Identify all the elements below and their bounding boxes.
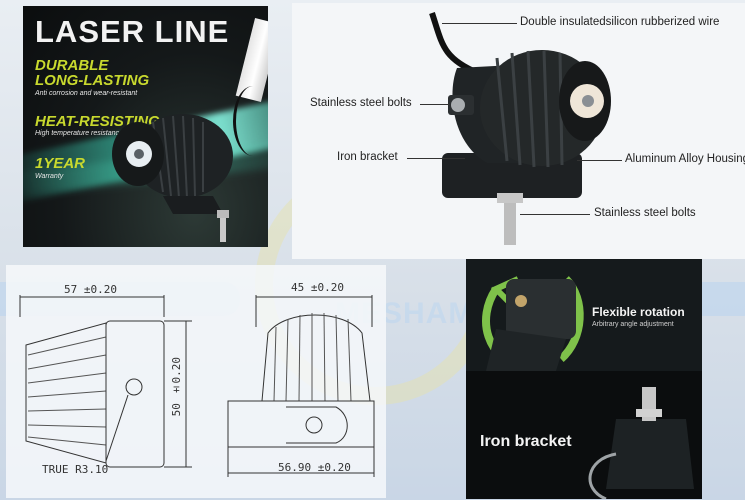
bracket-title: Iron bracket xyxy=(480,433,572,450)
leader-housing xyxy=(577,160,622,161)
feature-durable: DURABLE xyxy=(35,57,109,74)
dimension-drawing-panel: 57 ±0.20 50 ±0.20 45 ±0.20 56.90 ±0.20 T… xyxy=(6,265,386,498)
label-bolts-side: Stainless steel bolts xyxy=(310,97,412,109)
rotation-subtitle: Arbitrary angle adjustment xyxy=(592,321,674,328)
feature-durable-sub: Anti corrosion and wear-resistant xyxy=(35,90,138,97)
dimension-radius: TRUE R3.10 xyxy=(42,463,109,476)
label-housing: Aluminum Alloy Housing xyxy=(625,153,745,165)
dimension-height: 50 ±0.20 xyxy=(170,357,183,417)
feature-long-lasting: LONG-LASTING xyxy=(35,72,150,89)
parts-diagram-panel: Double insulatedsilicon rubberized wire … xyxy=(292,3,745,259)
rotation-title: Flexible rotation xyxy=(592,305,685,319)
leader-bracket xyxy=(407,158,465,159)
laser-line-panel: LASER LINE DURABLE LONG-LASTING Anti cor… xyxy=(23,6,268,247)
label-wire: Double insulatedsilicon rubberized wire xyxy=(520,16,720,28)
label-bolts-bottom: Stainless steel bolts xyxy=(594,207,696,219)
leader-bolts-side xyxy=(420,104,450,105)
feature-photos xyxy=(466,259,702,499)
technical-drawing xyxy=(19,295,375,477)
laser-light-product xyxy=(112,114,233,242)
dimension-length: 57 ±0.20 xyxy=(64,283,117,296)
feature-heat-sub: High temperature resistance xyxy=(35,130,123,137)
dimension-width: 45 ±0.20 xyxy=(291,281,344,294)
leader-bolts-bottom xyxy=(520,214,590,215)
laser-line-title: LASER LINE xyxy=(35,14,230,49)
leader-wire xyxy=(442,23,517,24)
feature-warranty: 1YEAR xyxy=(35,155,86,172)
product-photo xyxy=(429,12,611,245)
dimension-base: 56.90 ±0.20 xyxy=(278,461,351,474)
features-panel: Flexible rotation Arbitrary angle adjust… xyxy=(466,259,702,499)
feature-warranty-sub: Warranty xyxy=(35,173,64,180)
label-bracket: Iron bracket xyxy=(337,151,398,163)
power-wire xyxy=(233,86,268,156)
